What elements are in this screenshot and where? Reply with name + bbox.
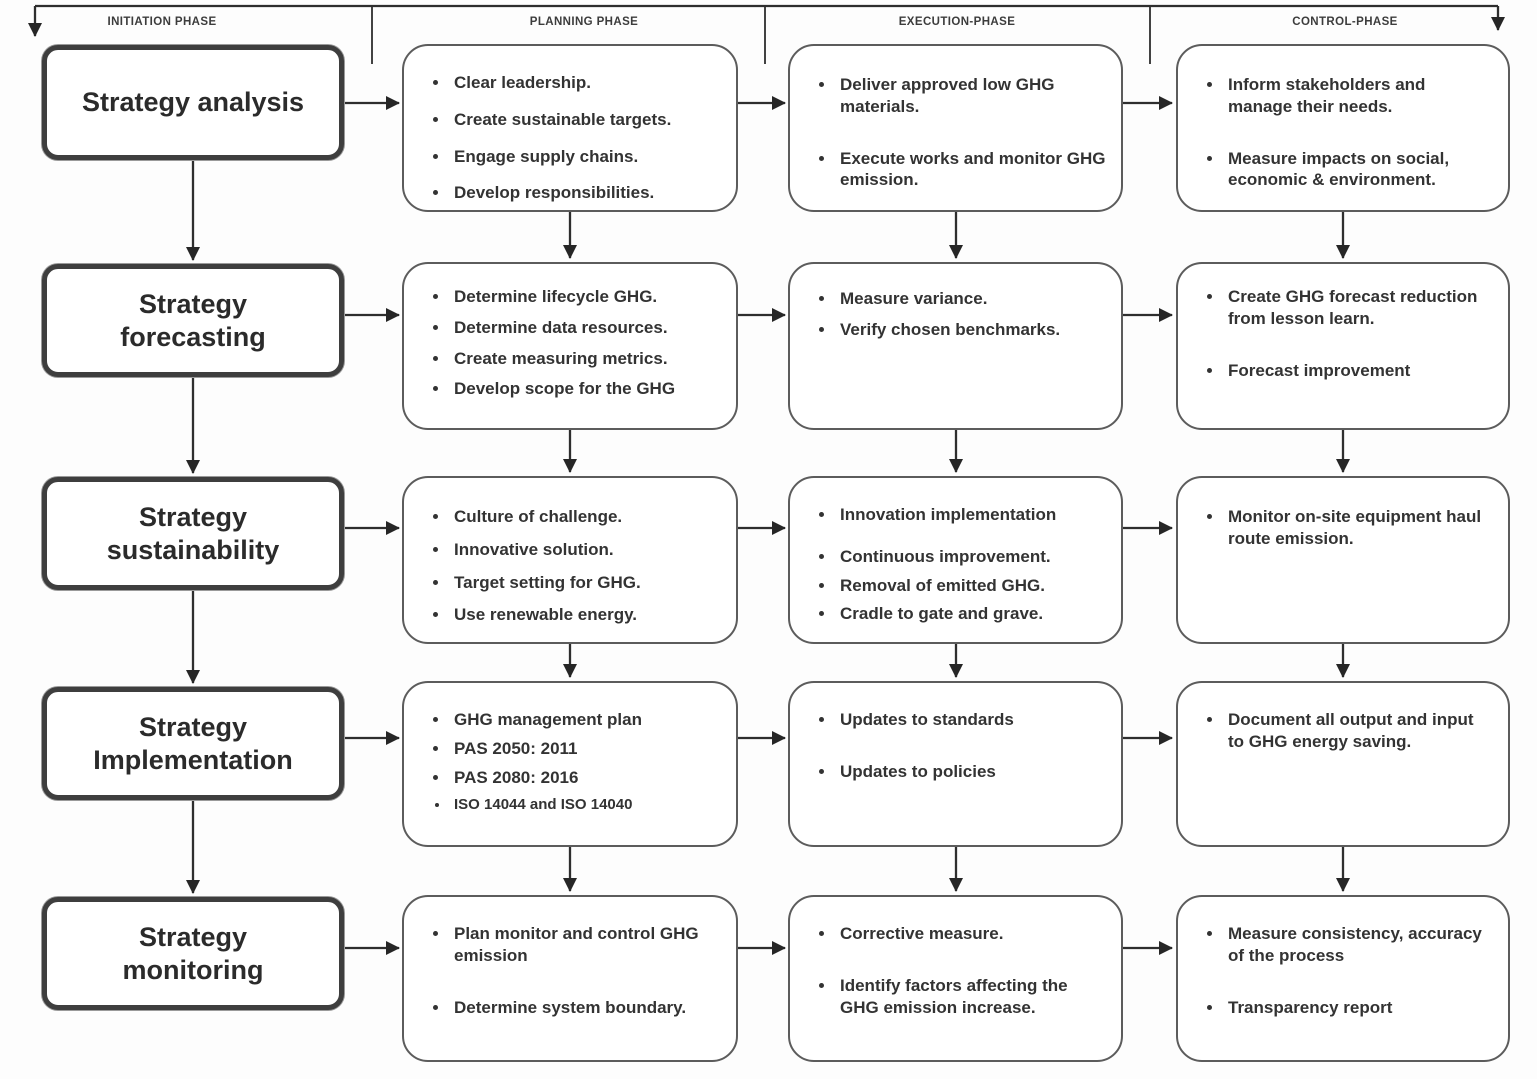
stage-box-strategy-forecasting: Strategy forecasting [42, 264, 344, 377]
bullet-item: Inform stakeholders and manage their nee… [1224, 74, 1494, 118]
stage-box-strategy-monitoring: Strategy monitoring [42, 897, 344, 1010]
planning-box-row2: Determine lifecycle GHG. Determine data … [402, 262, 738, 430]
stage-title: Strategy Implementation [93, 711, 293, 775]
bullet-item: Measure variance. [836, 288, 1107, 310]
bullet-item: Develop responsibilities. [450, 182, 722, 204]
bullet-item: Identify factors affecting the GHG emiss… [836, 975, 1107, 1019]
bullet-item: Updates to policies [836, 761, 1107, 783]
planning-box-row3: Culture of challenge. Innovative solutio… [402, 476, 738, 644]
bullet-item: Removal of emitted GHG. [836, 575, 1107, 597]
bullet-item: Transparency report [1224, 997, 1494, 1019]
bullet-item: Create measuring metrics. [450, 348, 722, 370]
bullet-item: Document all output and input to GHG ene… [1224, 709, 1494, 753]
planning-box-row5: Plan monitor and control GHG emission De… [402, 895, 738, 1062]
bullet-item: Innovative solution. [450, 539, 722, 561]
bullet-item: Measure impacts on social, economic & en… [1224, 148, 1494, 192]
bullet-item: Culture of challenge. [450, 506, 722, 528]
bullet-item: Determine data resources. [450, 317, 722, 339]
phase-label-planning: PLANNING PHASE [529, 16, 639, 28]
bullet-item: Plan monitor and control GHG emission [450, 923, 722, 967]
bullet-item: Deliver approved low GHG materials. [836, 74, 1107, 118]
bullet-item: ISO 14044 and ISO 14040 [450, 795, 722, 814]
stage-box-strategy-analysis: Strategy analysis [42, 45, 344, 160]
bullet-item: Cradle to gate and grave. [836, 603, 1107, 625]
bullet-item: Innovation implementation [836, 504, 1107, 526]
bullet-item: GHG management plan [450, 709, 722, 731]
planning-box-row4: GHG management plan PAS 2050: 2011 PAS 2… [402, 681, 738, 847]
execution-box-row3: Innovation implementation Continuous imp… [788, 476, 1123, 644]
execution-box-row4: Updates to standards Updates to policies [788, 681, 1123, 847]
bullet-item: PAS 2080: 2016 [450, 767, 722, 789]
bullet-item: Determine system boundary. [450, 997, 722, 1019]
stage-box-strategy-sustainability: Strategy sustainability [42, 477, 344, 590]
stage-title: Strategy monitoring [122, 921, 264, 985]
phase-label-initiation: INITIATION PHASE [107, 16, 217, 28]
bullet-item: Create GHG forecast reduction from lesso… [1224, 286, 1494, 330]
bullet-item: Develop scope for the GHG [450, 378, 722, 400]
bullet-item: Create sustainable targets. [450, 109, 722, 131]
bullet-item: Continuous improvement. [836, 546, 1107, 568]
bullet-item: Corrective measure. [836, 923, 1107, 945]
control-box-row2: Create GHG forecast reduction from lesso… [1176, 262, 1510, 430]
bullet-item: Execute works and monitor GHG emission. [836, 148, 1107, 192]
execution-box-row2: Measure variance. Verify chosen benchmar… [788, 262, 1123, 430]
bullet-item: Use renewable energy. [450, 604, 722, 626]
phase-label-control: CONTROL-PHASE [1292, 16, 1398, 28]
execution-box-row1: Deliver approved low GHG materials. Exec… [788, 44, 1123, 212]
stage-box-strategy-implementation: Strategy Implementation [42, 687, 344, 800]
control-box-row3: Monitor on-site equipment haul route emi… [1176, 476, 1510, 644]
bullet-item: Updates to standards [836, 709, 1107, 731]
stage-title: Strategy analysis [81, 87, 305, 118]
control-box-row4: Document all output and input to GHG ene… [1176, 681, 1510, 847]
stage-title: Strategy sustainability [106, 501, 280, 565]
planning-box-row1: Clear leadership. Create sustainable tar… [402, 44, 738, 212]
execution-box-row5: Corrective measure. Identify factors aff… [788, 895, 1123, 1062]
bullet-item: Determine lifecycle GHG. [450, 286, 722, 308]
bullet-item: Monitor on-site equipment haul route emi… [1224, 506, 1494, 550]
bullet-item: Measure consistency, accuracy of the pro… [1224, 923, 1494, 967]
control-box-row5: Measure consistency, accuracy of the pro… [1176, 895, 1510, 1062]
bullet-item: Target setting for GHG. [450, 572, 722, 594]
phase-label-execution: EXECUTION-PHASE [898, 16, 1016, 28]
bullet-item: PAS 2050: 2011 [450, 738, 722, 760]
control-box-row1: Inform stakeholders and manage their nee… [1176, 44, 1510, 212]
bullet-item: Forecast improvement [1224, 360, 1494, 382]
bullet-item: Clear leadership. [450, 72, 722, 94]
bullet-item: Verify chosen benchmarks. [836, 319, 1107, 341]
bullet-item: Engage supply chains. [450, 146, 722, 168]
stage-title: Strategy forecasting [120, 288, 266, 352]
